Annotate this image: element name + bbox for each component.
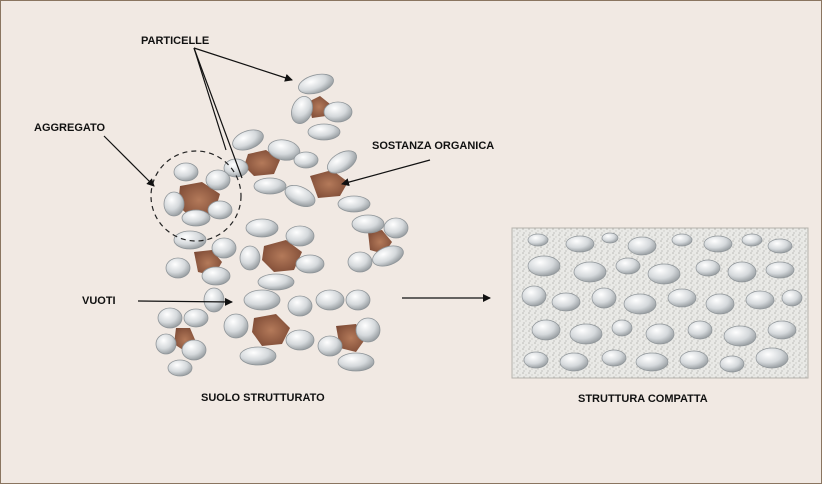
particle	[240, 347, 276, 365]
compact-particle	[646, 324, 674, 344]
particle	[208, 201, 232, 219]
compact-particle	[742, 234, 762, 246]
organic-matter	[252, 314, 290, 346]
particle	[288, 296, 312, 316]
compact-particle	[528, 234, 548, 246]
compact-particle	[704, 236, 732, 252]
compact-particle	[570, 324, 602, 344]
compact-structure-block	[512, 228, 808, 378]
particle	[296, 255, 324, 273]
particle	[324, 102, 352, 122]
compact-particle	[746, 291, 774, 309]
compact-particle	[574, 262, 606, 282]
particelle-arrow-2	[194, 48, 226, 150]
particle	[204, 288, 224, 312]
compact-particle	[602, 233, 618, 243]
label-vuoti: VUOTI	[82, 295, 116, 307]
particle	[184, 309, 208, 327]
label-particelle: PARTICELLE	[141, 35, 209, 47]
aggregato-arrow	[104, 136, 154, 186]
compact-particle	[766, 262, 794, 278]
label-suolo-strutturato: SUOLO STRUTTURATO	[201, 392, 325, 404]
compact-particle	[720, 356, 744, 372]
particle	[294, 152, 318, 168]
compact-particle	[696, 260, 720, 276]
compact-particle	[524, 352, 548, 368]
compact-particle	[672, 234, 692, 246]
particle	[282, 181, 319, 211]
particle	[286, 330, 314, 350]
particle	[338, 196, 370, 212]
particle	[288, 93, 316, 126]
compact-particle	[616, 258, 640, 274]
compact-particle	[668, 289, 696, 307]
particle	[348, 252, 372, 272]
particle	[182, 210, 210, 226]
compact-particle	[724, 326, 756, 346]
particelle-arrow-3	[194, 48, 242, 178]
compact-particle	[566, 236, 594, 252]
compact-particle	[560, 353, 588, 371]
particle	[244, 290, 280, 310]
compact-particle	[680, 351, 708, 369]
compact-particle	[768, 321, 796, 339]
particle	[240, 246, 260, 270]
particle	[158, 308, 182, 328]
particle	[166, 258, 190, 278]
particle	[212, 238, 236, 258]
particle	[316, 290, 344, 310]
particle	[156, 334, 176, 354]
compact-particle	[624, 294, 656, 314]
particle	[258, 274, 294, 290]
label-aggregato: AGGREGATO	[34, 122, 105, 134]
particle	[352, 215, 384, 233]
particle	[346, 290, 370, 310]
compact-particle	[688, 321, 712, 339]
compact-particle	[602, 350, 626, 366]
label-struttura-compatta: STRUTTURA COMPATTA	[578, 393, 708, 405]
compact-particle	[532, 320, 560, 340]
particle	[286, 226, 314, 246]
compact-particle	[756, 348, 788, 368]
compact-particle	[552, 293, 580, 311]
compact-particle	[592, 288, 616, 308]
particle	[174, 163, 198, 181]
particle	[224, 314, 248, 338]
particle	[168, 360, 192, 376]
particle	[164, 192, 184, 216]
compact-particle	[528, 256, 560, 276]
compact-particle	[612, 320, 632, 336]
particelle-arrow-1	[194, 48, 292, 80]
particle	[230, 126, 266, 154]
particle	[296, 71, 335, 98]
compact-particle	[782, 290, 802, 306]
label-sostanza-organica: SOSTANZA ORGANICA	[372, 140, 494, 152]
compact-particle	[768, 239, 792, 253]
compact-particle	[648, 264, 680, 284]
compact-particle	[522, 286, 546, 306]
sostanza-organica-arrow	[342, 160, 430, 184]
particle	[202, 267, 230, 285]
particle	[356, 318, 380, 342]
particle	[182, 340, 206, 360]
compact-particle	[706, 294, 734, 314]
compact-particle	[636, 353, 668, 371]
compact-particle	[628, 237, 656, 255]
particle	[338, 353, 374, 371]
particle	[384, 218, 408, 238]
particle	[254, 178, 286, 194]
particle	[246, 219, 278, 237]
particle	[206, 170, 230, 190]
particle	[308, 124, 340, 140]
particle	[318, 336, 342, 356]
compact-particle	[728, 262, 756, 282]
